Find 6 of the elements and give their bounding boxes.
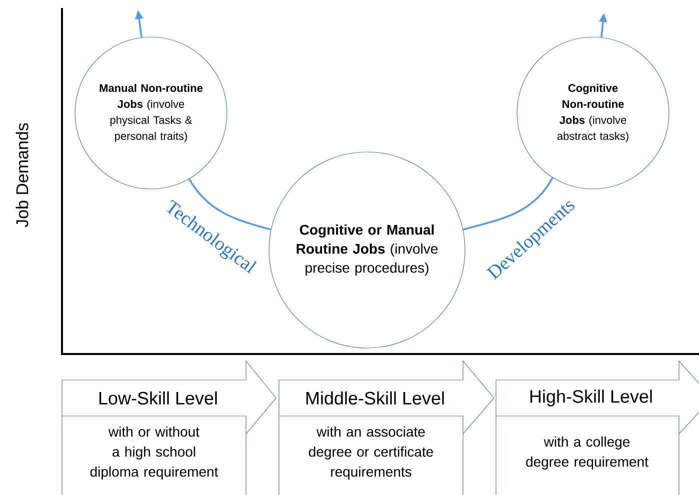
connector-arc xyxy=(188,178,272,230)
skill-level-panel: Middle-Skill Level with an associate degree or certificate requirements xyxy=(278,360,494,495)
skill-level-panel: High-Skill Level with a college degree requirement xyxy=(496,360,699,495)
skill-level-panel: Low-Skill Level with or without a high school diploma requirement xyxy=(62,360,276,495)
axis-label: Job Demands xyxy=(16,123,28,228)
connector-arc xyxy=(462,177,554,230)
